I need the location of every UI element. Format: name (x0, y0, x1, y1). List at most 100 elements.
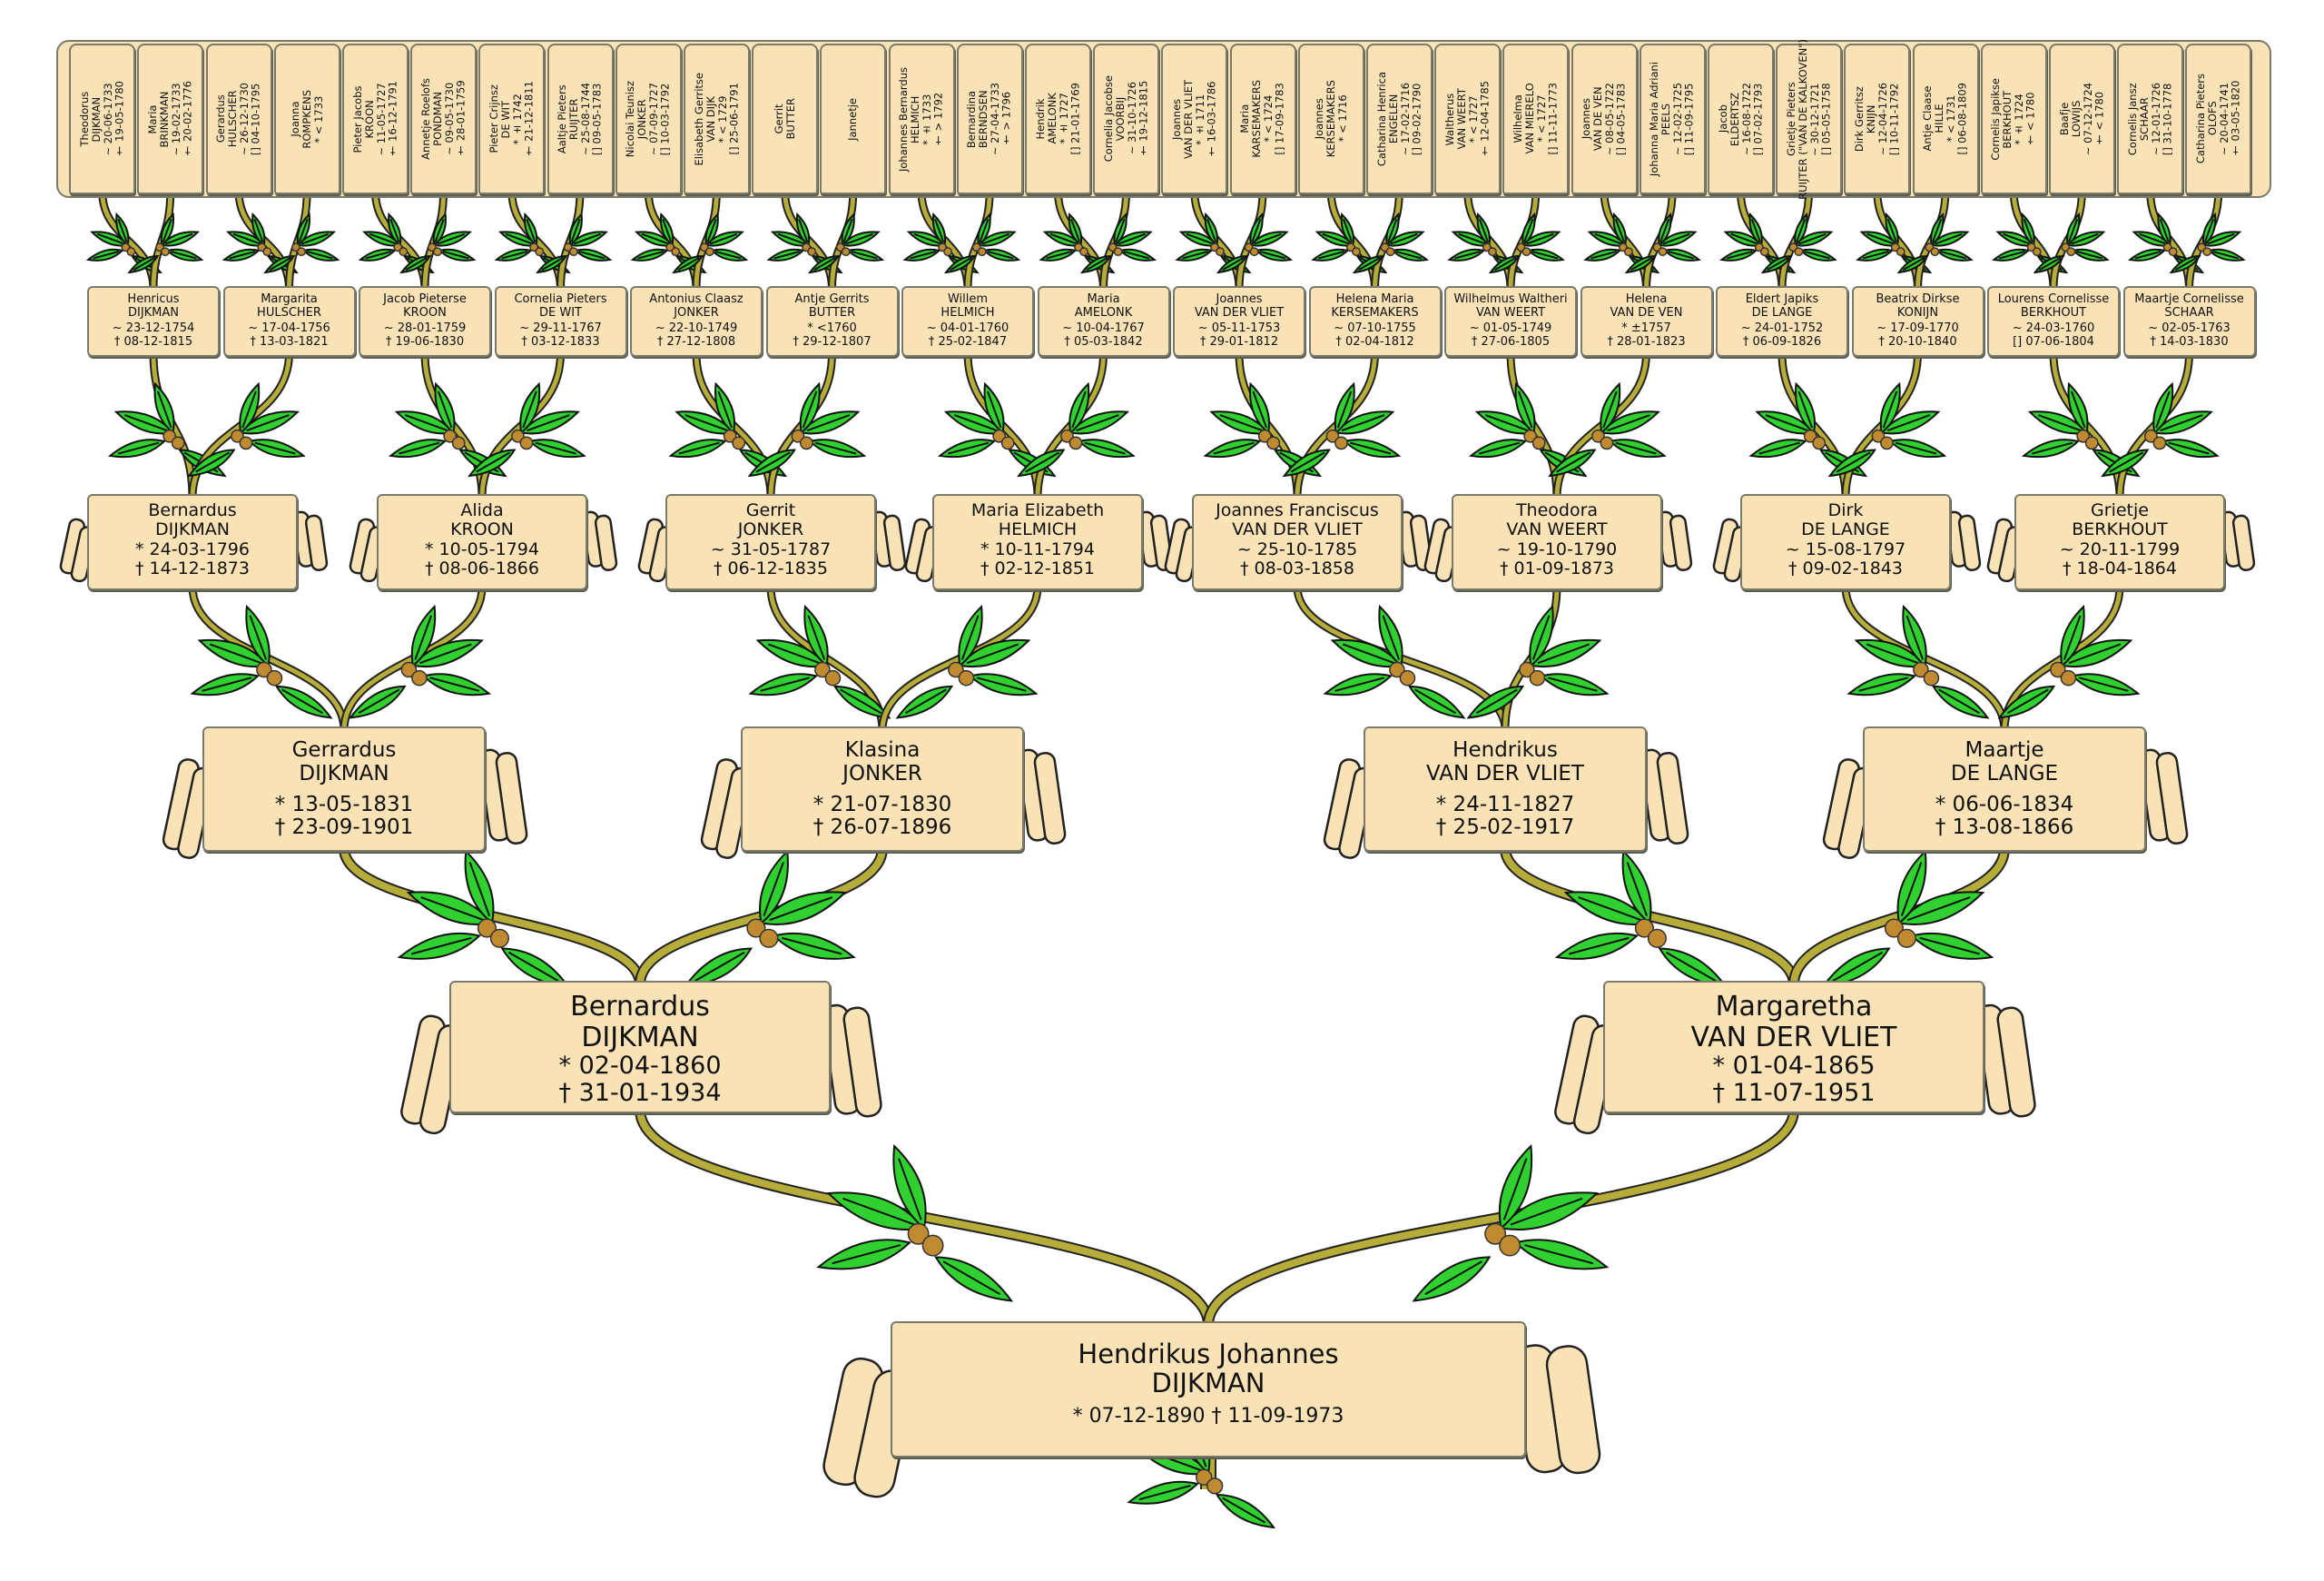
person-birth-date: * 02-04-1860 (558, 1052, 722, 1081)
person-surname: JONKER (842, 761, 922, 786)
berry-icon (1385, 247, 1395, 257)
berry-icon (400, 661, 418, 678)
leaf-icon (1888, 439, 1947, 459)
leaf-icon (826, 1191, 926, 1231)
leaf-icon (816, 1239, 912, 1270)
berry-icon (992, 429, 1007, 443)
leaf-icon (1600, 410, 1660, 435)
person-death-date: † 09-02-1843 (1788, 558, 1903, 578)
person-death-date: † 31-01-1934 (558, 1079, 722, 1108)
berry-icon (841, 247, 851, 257)
person-death-date: † 02-04-1812 (1335, 334, 1414, 349)
leaf-icon (772, 932, 856, 960)
berry-icon (943, 247, 953, 257)
berry-icon (2152, 436, 2167, 450)
person-surname: VOORBIJ (1113, 96, 1127, 142)
person-death-date: † 16-03-1786 (1205, 80, 1218, 158)
person-card[interactable]: Jannetje (820, 44, 887, 194)
berry-icon (1634, 918, 1654, 938)
berry-icon (723, 429, 737, 443)
person-surname: KONIJN (1896, 305, 1939, 320)
leaf-icon (1548, 449, 1597, 478)
leaf-icon (704, 212, 719, 247)
berry-icon (1519, 661, 1535, 678)
person-birth-date: * 06-06-1834 (1935, 792, 2074, 816)
person-first-name: Gerrit (772, 104, 785, 134)
leaf-icon (187, 449, 236, 478)
person-surname: RUIJTER ("VAN DE KALKOVEN") (1796, 38, 1809, 200)
scroll-curl-icon (291, 510, 329, 571)
leaf-icon (832, 685, 891, 719)
berry-icon (297, 247, 306, 257)
leaf-icon (197, 638, 271, 668)
person-death-date: † < 1780 (2093, 91, 2106, 147)
leaf-icon (497, 231, 538, 247)
person-first-name: Joannes Franciscus (1216, 500, 1379, 520)
berry-icon (2060, 669, 2077, 687)
